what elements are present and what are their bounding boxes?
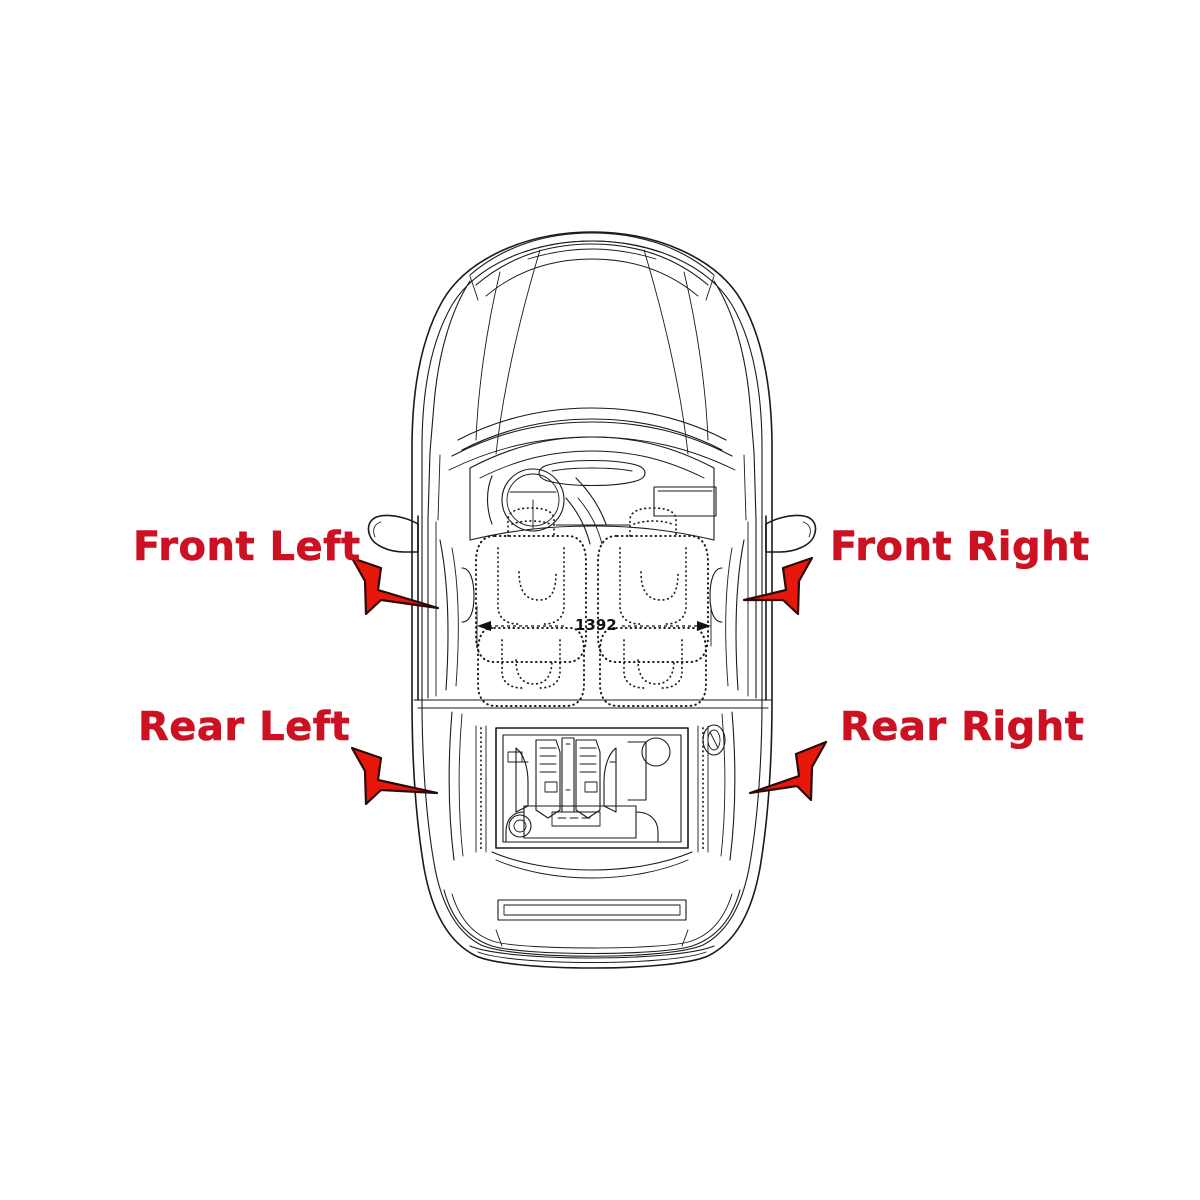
doors: [413, 515, 773, 709]
engine-block: [505, 737, 659, 843]
callout-label-rear-right: Rear Right: [840, 704, 1085, 750]
callout-arrow-front-left: [350, 556, 440, 616]
callout-label-front-right: Front Right: [830, 524, 1090, 570]
callout-arrow-rear-right: [748, 740, 828, 802]
dimension-track-width: [476, 605, 712, 647]
fuel-filler-cap: [702, 724, 726, 756]
callout-label-rear-left: Rear Left: [138, 704, 351, 750]
windshield: [427, 421, 757, 521]
dimension-value-track-width: 1392: [575, 616, 617, 634]
hood: [429, 249, 755, 455]
driver-seat: [475, 507, 587, 707]
callout-label-front-left: Front Left: [133, 524, 361, 570]
rear-bumper: [443, 889, 741, 963]
callout-arrow-rear-left: [350, 746, 439, 806]
front-bumper: [469, 232, 715, 301]
vehicle-body-outline: [411, 231, 773, 969]
callout-arrow-front-right: [742, 556, 814, 616]
passenger-seat: [597, 507, 709, 707]
dashboard: [469, 436, 717, 545]
right-side-mirror: [765, 514, 817, 553]
rear-section: [448, 711, 736, 879]
left-side-mirror: [367, 514, 419, 553]
